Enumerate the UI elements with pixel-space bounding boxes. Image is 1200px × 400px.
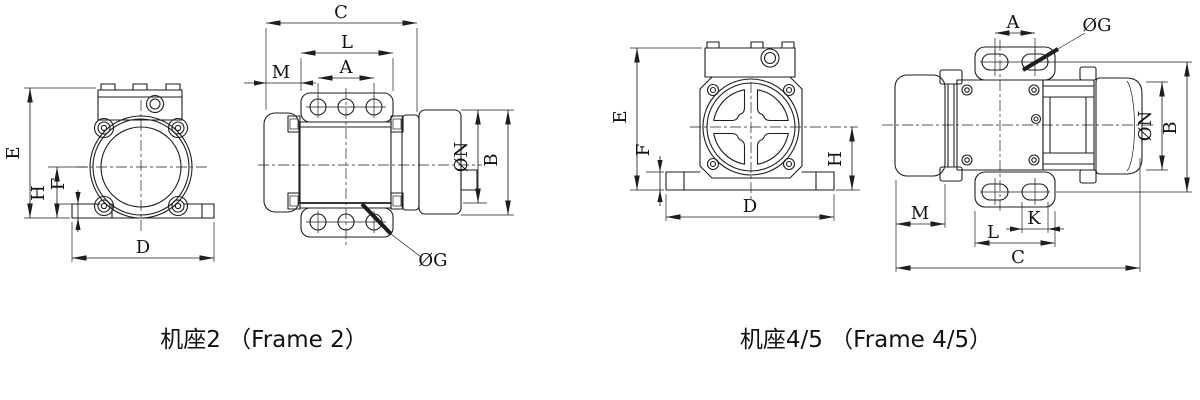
mounting-base [665,171,835,191]
dim-label-e: E [3,146,24,159]
protective-cover-spokes [713,89,789,165]
cable-gland [145,94,165,114]
frame2-side-view: C L A M ØN B ØG [244,2,514,271]
caption-frame45: 机座4/5 （Frame 4/5） [740,327,992,353]
dim-label-h: H [28,185,49,201]
dim-label-m: M [911,203,929,224]
dim-label-k: K [1027,208,1041,229]
dim-label-h: H [825,151,846,167]
dim-label-e: E [610,110,631,123]
dim-label-m: M [272,62,290,83]
frame2-front-view: E H F D [3,83,215,262]
dim-label-c: C [1011,247,1025,268]
weight-cover-cage [1042,66,1097,184]
cable-gland [760,48,780,68]
end-cover-right [1095,77,1143,175]
end-cover-left [894,74,946,177]
dim-label-f: F [633,144,654,157]
dim-label-d: D [136,237,150,258]
clamp-band [939,69,963,182]
cover-bolts [287,115,404,210]
frame2-front-dimensions: E H F D [3,87,215,262]
frame45-side-dimensions: ØG A ØN B M K L C [895,12,1192,272]
dim-label-diam-g: ØG [418,250,447,271]
frame45-side-view: ØG A ØN B M K L C [882,12,1192,272]
corner-bolt-icon [93,117,189,217]
dim-label-f: F [48,178,69,191]
dim-label-l: L [341,32,353,53]
terminal-box [97,83,183,121]
frame2-side-dimensions: C L A M ØN B ØG [244,2,514,271]
dim-label-diam-n: ØN [1135,111,1156,142]
dim-label-a: A [339,57,354,78]
dim-label-a: A [1006,12,1021,33]
foot-plate-bottom [974,171,1056,208]
dim-label-b: B [1160,121,1181,134]
housing [690,76,858,200]
dim-label-c: C [334,2,348,23]
dim-label-d: D [743,196,757,217]
motor-body [956,79,1044,171]
dim-label-diam-g: ØG [1082,15,1111,36]
dim-label-l: L [987,222,999,243]
leader-hole-diameter: ØG [360,202,448,271]
dim-label-diam-n: ØN [451,142,472,173]
motor-body [299,121,392,209]
caption-frame2: 机座2 （Frame 2） [160,327,368,353]
dim-label-b: B [481,153,502,166]
leader-slot-diameter: ØG [1021,15,1112,72]
frame45-front-view: E F H D [610,41,860,221]
end-cover-left [263,112,300,213]
frame45-front-dimensions: E F H D [610,47,860,221]
